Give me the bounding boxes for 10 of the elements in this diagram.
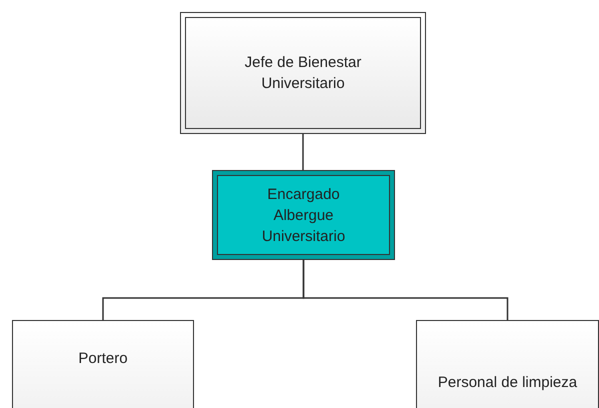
position-box [180,12,426,134]
position-title: Portero [78,348,128,368]
connector-line [302,260,508,320]
connector-line [302,134,304,170]
position-box [12,320,194,408]
position-title: Jefe de Bienestar Universitario [244,53,362,94]
position-title: Personal de limpieza [438,372,578,392]
position-title: Encargado Albergue Universitario [260,184,346,246]
position-box [416,320,599,408]
position-box [212,170,395,260]
